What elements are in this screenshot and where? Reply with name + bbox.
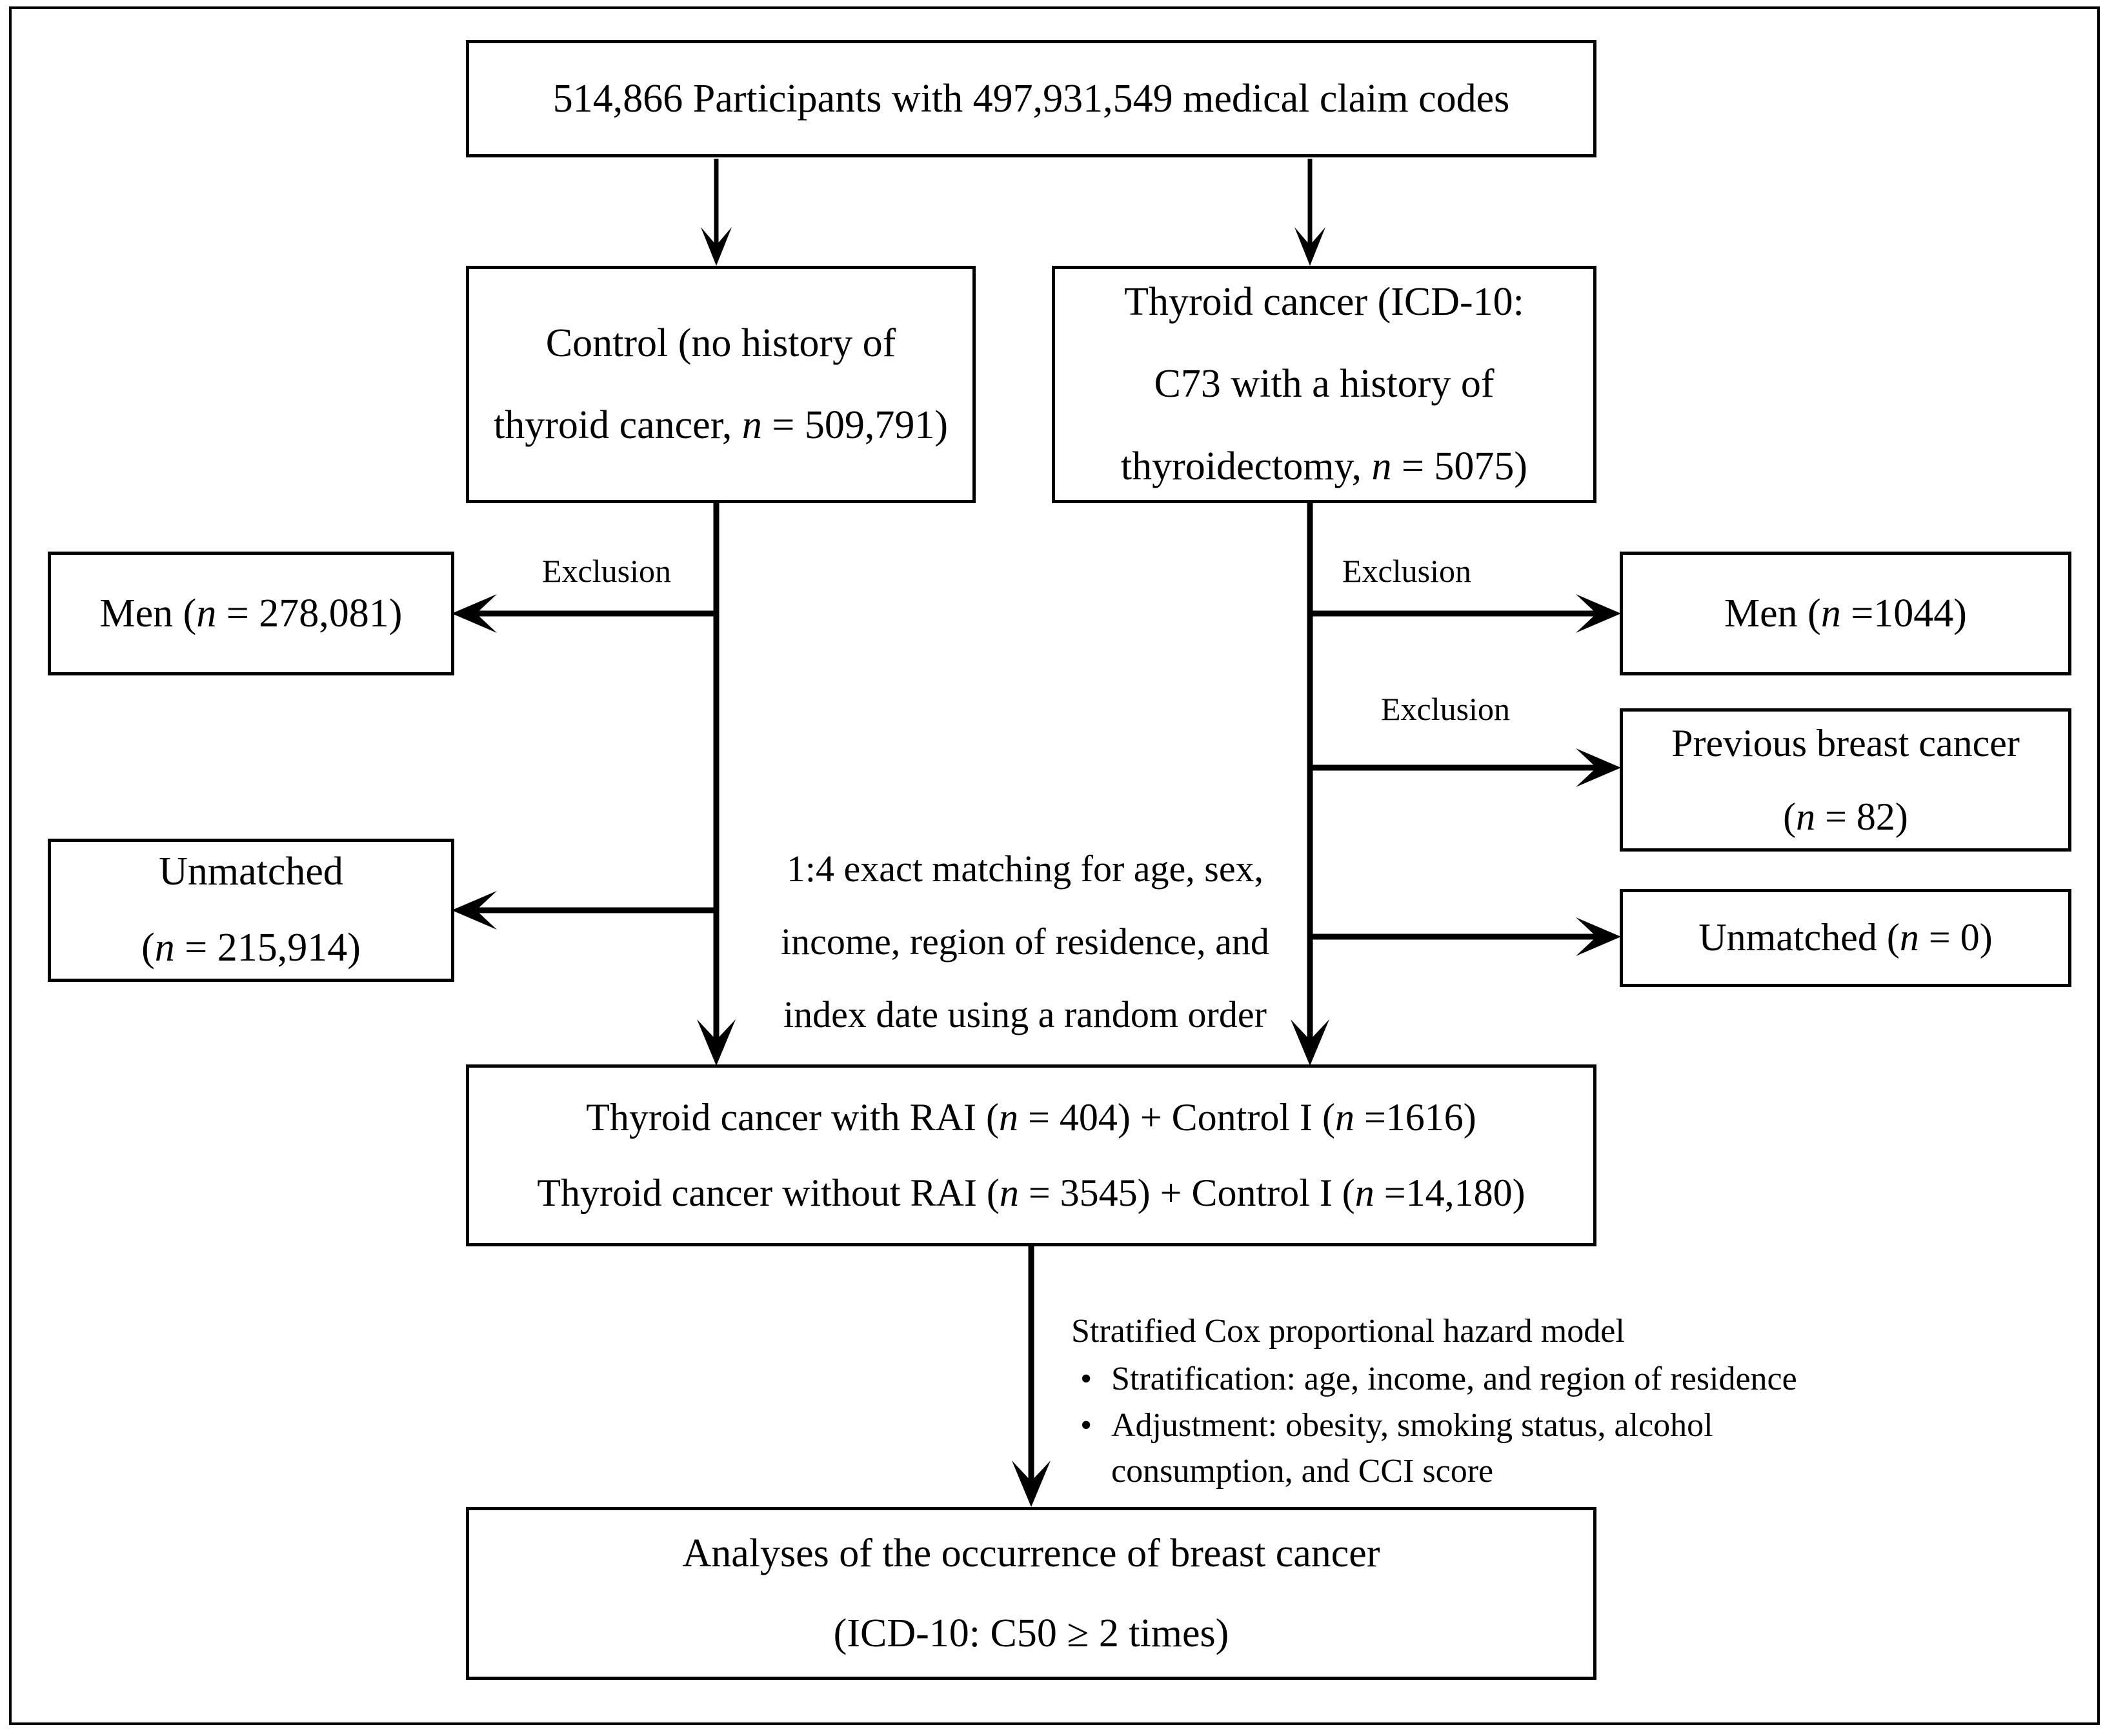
node-thyroid-cancer-group: Thyroid cancer (ICD-10: C73 with a histo… bbox=[1052, 266, 1596, 503]
node-men-thyroid-line-1: Men (n =1044) bbox=[1724, 591, 1967, 635]
node-unmatched-control-line-1: Unmatched bbox=[159, 850, 343, 894]
bullet-point-icon: • bbox=[1080, 1406, 1092, 1444]
node-matched-line-2: Thyroid cancer without RAI (n = 3545) + … bbox=[537, 1172, 1525, 1214]
node-matched-line-1: Thyroid cancer with RAI (n = 404) + Cont… bbox=[586, 1096, 1476, 1139]
cox-note-bullet-2-line-2: consumption, and CCI score bbox=[1111, 1453, 1494, 1490]
node-outcome-analysis: Analyses of the occurrence of breast can… bbox=[466, 1507, 1596, 1680]
node-prev-bc-line-1: Previous breast cancer bbox=[1671, 722, 2020, 764]
matching-note-line-1: 1:4 exact matching for age, sex, bbox=[786, 848, 1264, 890]
node-excluded-previous-breast-cancer: Previous breast cancer (n = 82) bbox=[1620, 708, 2071, 852]
cox-note-bullet-1-line-1: Stratification: age, income, and region … bbox=[1111, 1360, 1797, 1397]
cox-note-bullet-list: • Stratification: age, income, and regio… bbox=[1071, 1356, 1797, 1495]
node-control-group: Control (no history of thyroid cancer, n… bbox=[466, 266, 976, 503]
cox-model-note: Stratified Cox proportional hazard model… bbox=[1071, 1308, 1797, 1495]
node-total-participants: 514,866 Participants with 497,931,549 me… bbox=[466, 40, 1596, 157]
node-thyroid-line-2: C73 with a history of bbox=[1154, 362, 1495, 406]
node-unmatched-control-line-2: (n = 215,914) bbox=[141, 926, 361, 970]
node-control-line-2: thyroid cancer, n = 509,791) bbox=[494, 403, 948, 447]
node-unmatched-control: Unmatched (n = 215,914) bbox=[48, 839, 454, 982]
bullet-point-icon: • bbox=[1080, 1360, 1092, 1397]
cox-note-bullet-stratification: • Stratification: age, income, and regio… bbox=[1071, 1356, 1797, 1402]
cox-note-bullet-2-line-1: Adjustment: obesity, smoking status, alc… bbox=[1111, 1406, 1713, 1444]
node-thyroid-line-3: thyroidectomy, n = 5075) bbox=[1120, 444, 1528, 488]
node-excluded-men-thyroid: Men (n =1044) bbox=[1620, 552, 2071, 675]
node-analysis-line-1: Analyses of the occurrence of breast can… bbox=[682, 1531, 1380, 1575]
edge-label-exclusion-thyroid-men: Exclusion bbox=[1342, 553, 1471, 589]
node-control-line-1: Control (no history of bbox=[545, 321, 896, 365]
node-total-line-1: 514,866 Participants with 497,931,549 me… bbox=[552, 76, 1510, 121]
edge-label-exclusion-control-men: Exclusion bbox=[542, 553, 671, 589]
node-analysis-line-2: (ICD-10: C50 ≥ 2 times) bbox=[833, 1611, 1229, 1655]
node-prev-bc-line-2: (n = 82) bbox=[1783, 795, 1908, 838]
matching-note-line-2: income, region of residence, and bbox=[781, 921, 1269, 963]
node-thyroid-line-1: Thyroid cancer (ICD-10: bbox=[1124, 280, 1524, 324]
matching-note-line-3: index date using a random order bbox=[783, 993, 1267, 1036]
cox-note-bullet-adjustment: • Adjustment: obesity, smoking status, a… bbox=[1071, 1402, 1797, 1495]
node-matched-cohorts: Thyroid cancer with RAI (n = 404) + Cont… bbox=[466, 1064, 1596, 1246]
node-excluded-men-control: Men (n = 278,081) bbox=[48, 552, 454, 675]
node-unmatched-thyroid: Unmatched (n = 0) bbox=[1620, 889, 2071, 987]
node-men-control-line-1: Men (n = 278,081) bbox=[99, 591, 403, 635]
cox-note-title: Stratified Cox proportional hazard model bbox=[1071, 1313, 1625, 1350]
matching-criteria-note: 1:4 exact matching for age, sex, income,… bbox=[781, 832, 1269, 1051]
node-unmatched-thyroid-line-1: Unmatched (n = 0) bbox=[1698, 916, 1993, 959]
edge-label-exclusion-previous-breast-cancer: Exclusion bbox=[1381, 691, 1510, 727]
